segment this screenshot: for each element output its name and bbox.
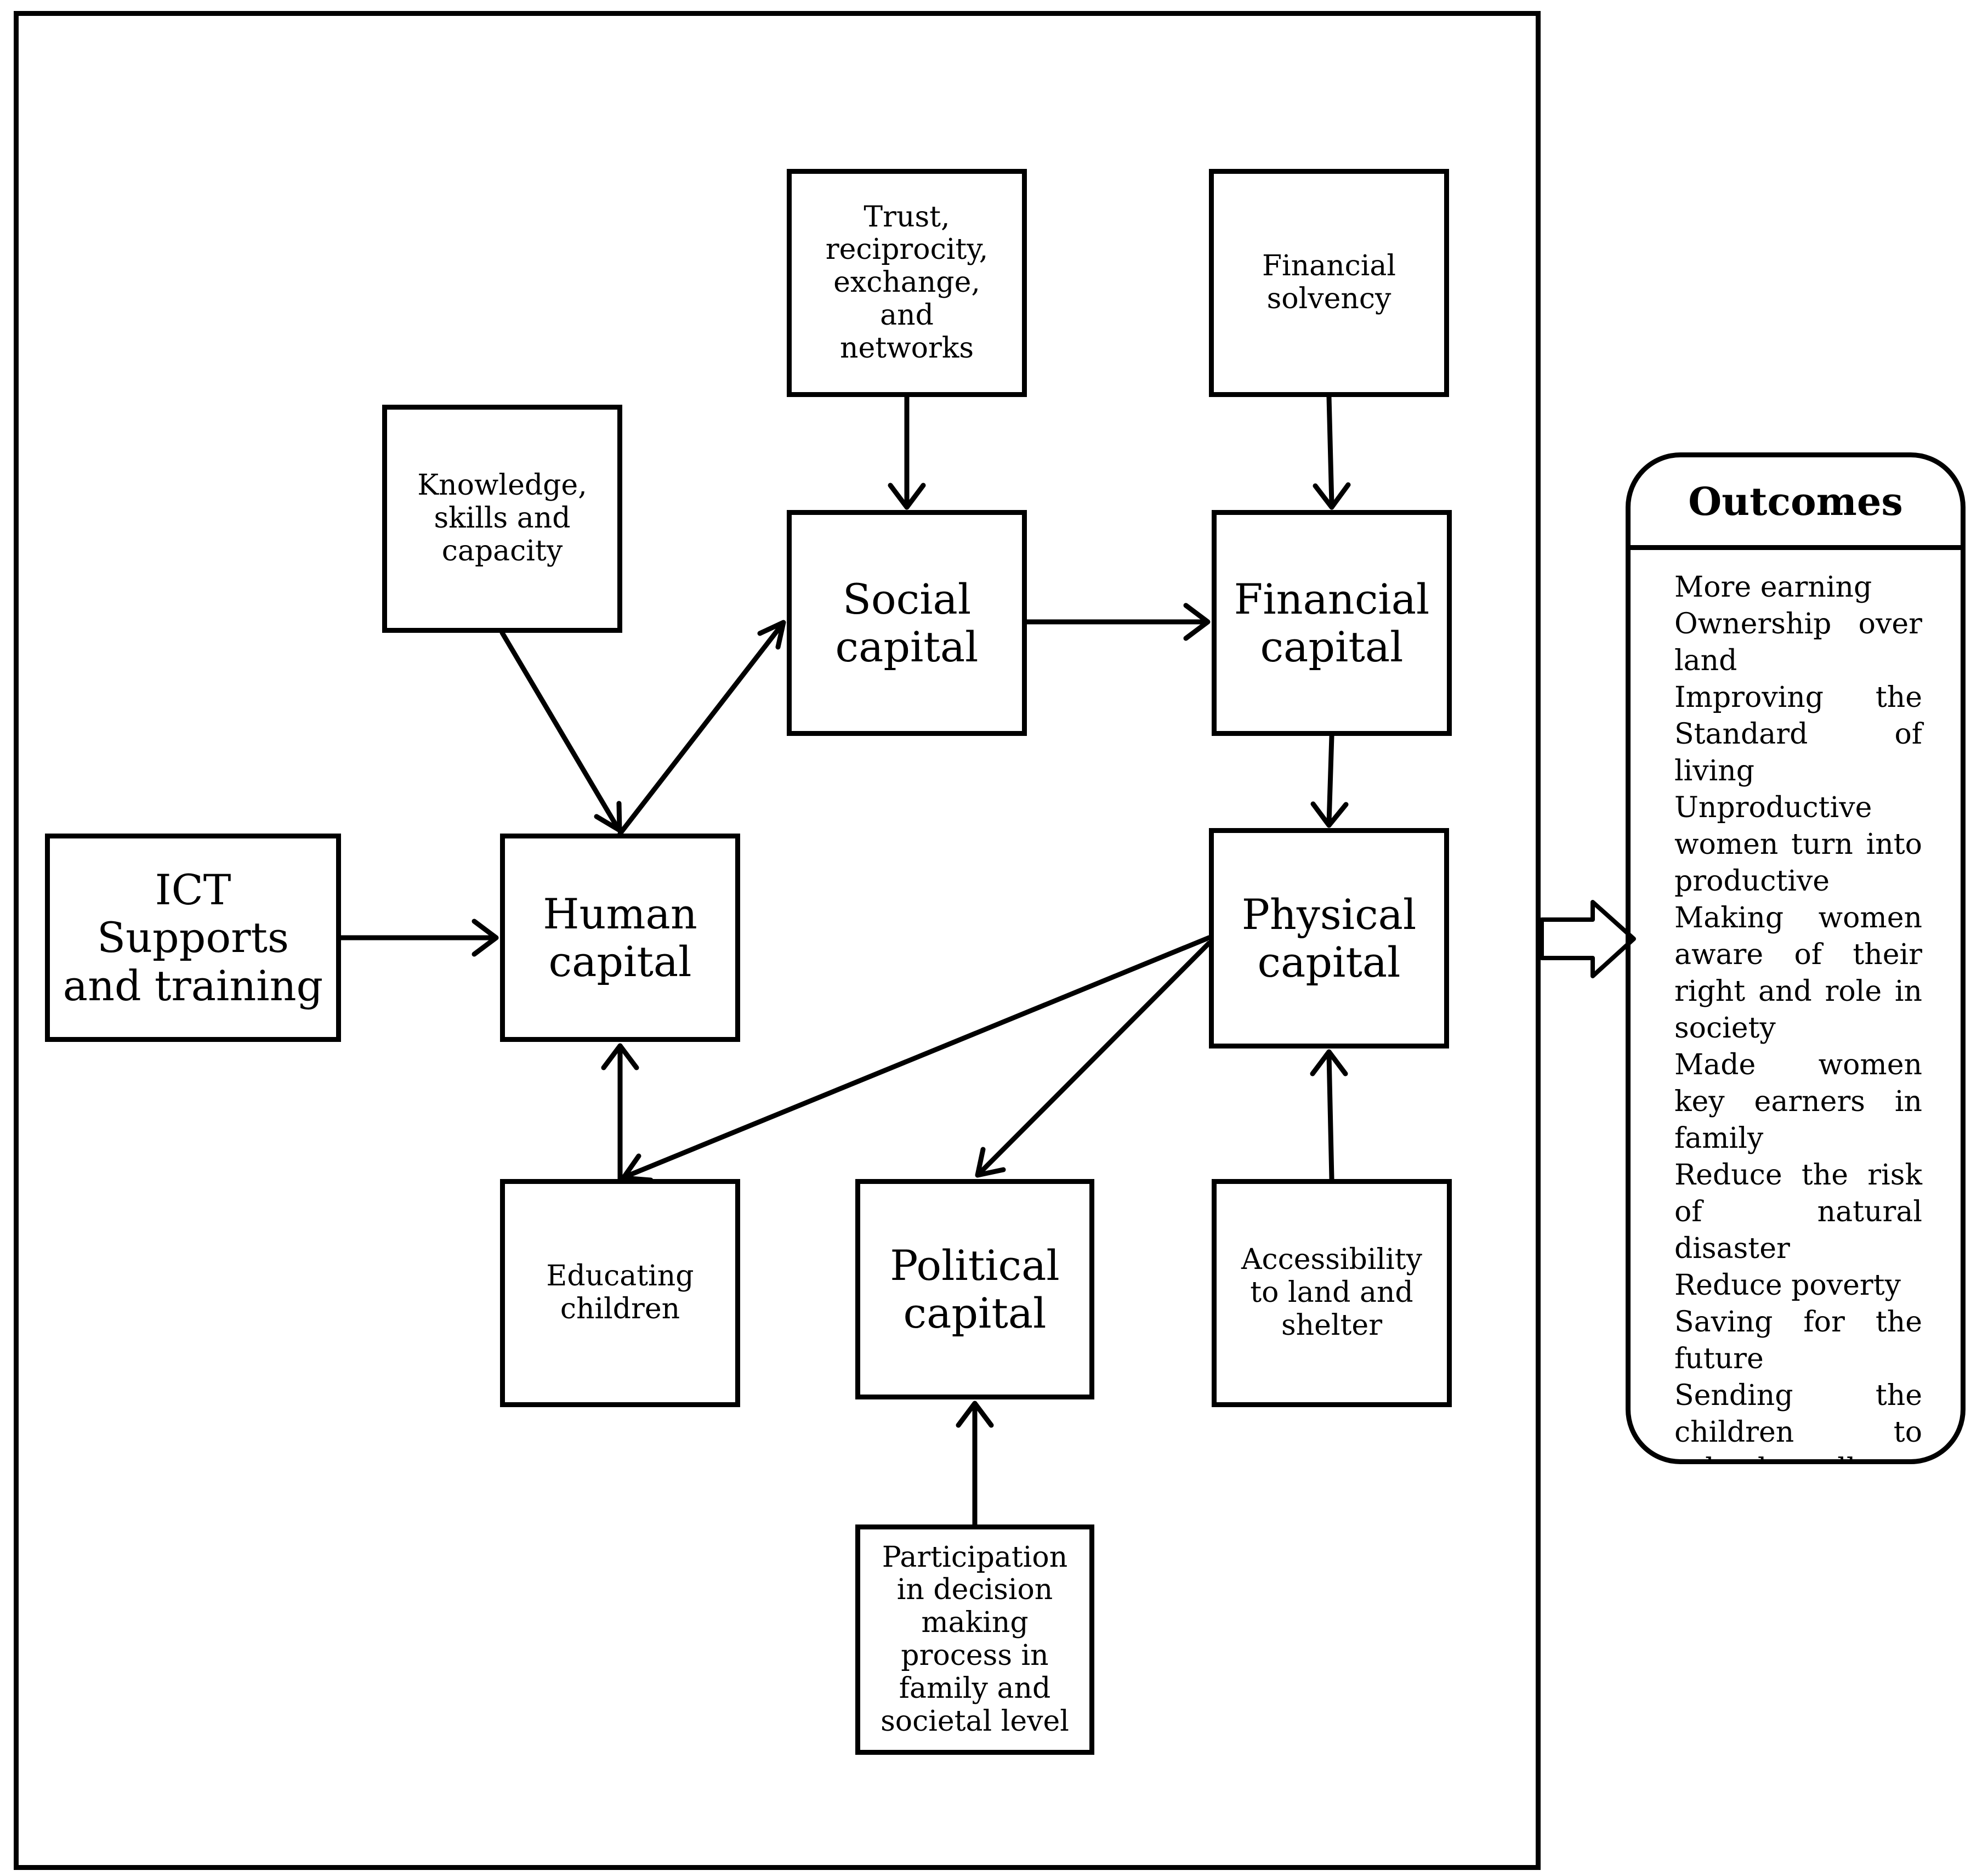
outcome-item: Ownership over land <box>1674 608 1922 677</box>
outcomes-list: More earning Ownership over land Improvi… <box>1631 550 1961 1459</box>
outcomes-block-arrow <box>1540 900 1636 978</box>
outcome-item: Sending the children to schools, college… <box>1674 1379 1922 1459</box>
educating-children-node: Educating children <box>500 1179 740 1407</box>
outcome-item: Made women key earners in family <box>1674 1048 1922 1155</box>
knowledge-label: Knowledge, skills and capacity <box>417 469 587 568</box>
outcome-item: Saving for the future <box>1674 1306 1922 1375</box>
political-capital-label: Political capital <box>890 1240 1060 1337</box>
accessibility-node: Accessibility to land and shelter <box>1212 1179 1452 1407</box>
educating-children-label: Educating children <box>546 1260 694 1325</box>
outcome-item: Reduce the risk of natural disaster <box>1674 1159 1922 1265</box>
financial-solvency-label: Financial solvency <box>1262 250 1396 315</box>
social-capital-node: Social capital <box>787 510 1027 736</box>
outcomes-box: Outcomes More earning Ownership over lan… <box>1626 452 1966 1464</box>
trust-label: Trust, reciprocity, exchange, and networ… <box>825 200 989 365</box>
human-capital-node: Human capital <box>500 834 740 1042</box>
outcome-item: Reduce poverty <box>1674 1269 1901 1302</box>
participation-label: Participation in decision making process… <box>881 1540 1069 1738</box>
political-capital-node: Political capital <box>855 1179 1094 1399</box>
framework-frame <box>14 11 1541 1870</box>
ict-support-node: ICT Supports and training <box>45 834 341 1042</box>
financial-solvency-node: Financial solvency <box>1209 169 1449 397</box>
ict-support-label: ICT Supports and training <box>63 865 323 1010</box>
outcome-item: Improving the Standard of living <box>1674 681 1922 787</box>
knowledge-node: Knowledge, skills and capacity <box>382 405 622 633</box>
physical-capital-node: Physical capital <box>1209 828 1449 1048</box>
physical-capital-label: Physical capital <box>1241 889 1417 987</box>
outcome-item: Unproductive women turn into productive <box>1674 791 1922 898</box>
outcome-item: Making women aware of their right and ro… <box>1674 902 1922 1045</box>
participation-node: Participation in decision making process… <box>855 1524 1094 1755</box>
financial-capital-label: Financial capital <box>1234 574 1430 671</box>
financial-capital-node: Financial capital <box>1212 510 1452 736</box>
outcome-item: More earning <box>1674 571 1872 604</box>
human-capital-label: Human capital <box>543 889 697 986</box>
outcomes-title: Outcomes <box>1631 457 1961 550</box>
trust-node: Trust, reciprocity, exchange, and networ… <box>787 169 1027 397</box>
social-capital-label: Social capital <box>835 574 979 671</box>
accessibility-label: Accessibility to land and shelter <box>1241 1243 1423 1342</box>
